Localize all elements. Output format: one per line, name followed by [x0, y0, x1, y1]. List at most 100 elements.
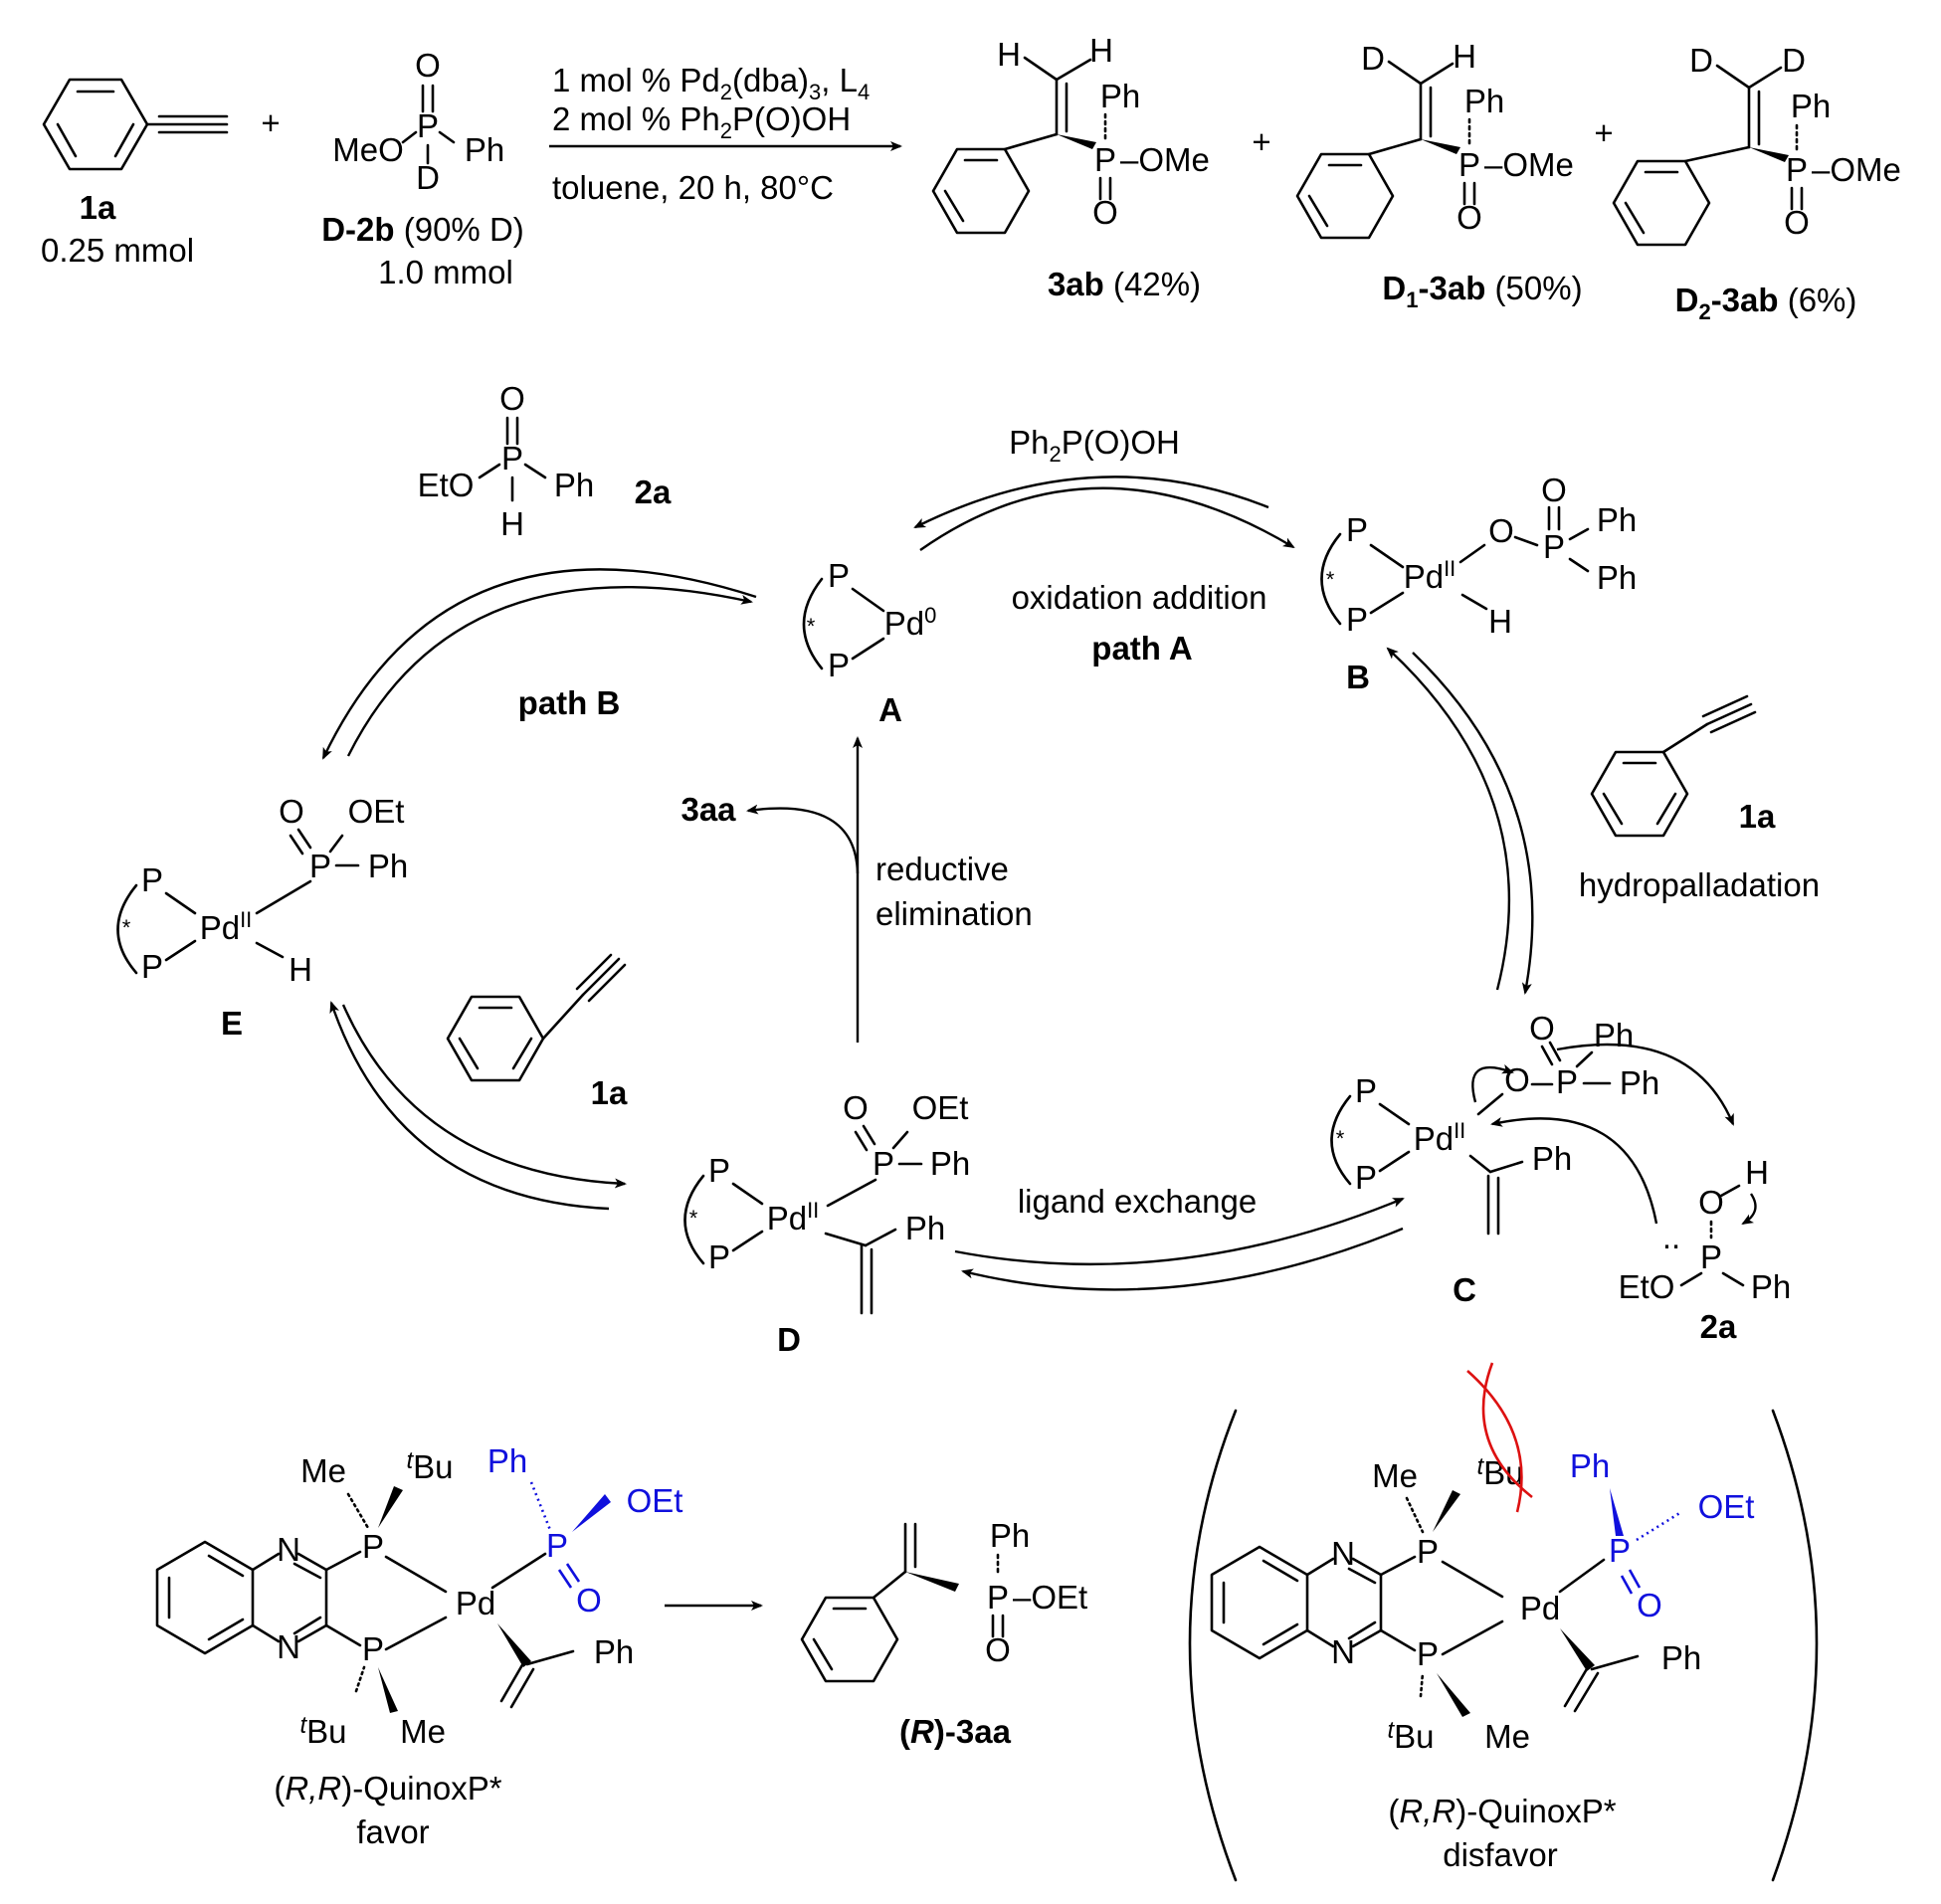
atom-o: O: [415, 47, 441, 84]
product-3aa: 3aa: [680, 791, 736, 828]
svg-text:*: *: [807, 614, 816, 639]
svg-text:H: H: [1488, 603, 1512, 640]
svg-text:Ph: Ph: [1597, 501, 1637, 538]
svg-text:H: H: [500, 505, 524, 542]
svg-text:P: P: [1355, 1159, 1377, 1196]
step-oxidative-addition: oxidation addition: [1012, 579, 1267, 616]
atom-meo: MeO: [332, 131, 404, 168]
svg-text:Me: Me: [400, 1713, 446, 1750]
svg-text:tBu: tBu: [406, 1447, 453, 1485]
svg-text:PdII: PdII: [1414, 1118, 1466, 1157]
svg-text:Ph: Ph: [1100, 78, 1140, 114]
svg-text:Pd0: Pd0: [884, 603, 937, 642]
svg-text:O: O: [1541, 472, 1567, 508]
label-a: A: [878, 691, 902, 728]
svg-text:–OMe: –OMe: [1484, 146, 1574, 183]
svg-text:P: P: [501, 440, 523, 476]
svg-text:P: P: [1417, 1533, 1439, 1570]
svg-text:D: D: [1782, 42, 1806, 79]
svg-text:+: +: [1252, 123, 1270, 160]
reactant-1a-label: 1a: [80, 189, 116, 226]
arrow-d-to-c: [954, 1197, 1405, 1266]
svg-text:P: P: [708, 1238, 730, 1275]
arrow-c-to-d: [961, 1227, 1404, 1291]
curved-arrow-o: [1471, 1063, 1514, 1103]
product-3ab: H H Ph P –OMe O 3ab (42%): [931, 32, 1210, 302]
arrow-e-to-d: [341, 1004, 627, 1189]
bracket-left: [1188, 1409, 1238, 1882]
svg-text:O: O: [1504, 1061, 1530, 1098]
svg-text:P: P: [141, 948, 163, 985]
svg-text:N: N: [1331, 1535, 1355, 1572]
steric-clash-arc-2: [1481, 1362, 1533, 1499]
step-reductive-1: reductive: [875, 851, 1009, 887]
arrow-release-3aa: [746, 804, 860, 874]
caption-quinoxp-favor: (R,R)-QuinoxP*: [274, 1770, 501, 1807]
label-b: B: [1346, 659, 1370, 695]
svg-text:P: P: [987, 1579, 1009, 1616]
svg-text:O: O: [576, 1582, 602, 1618]
svg-text:P: P: [309, 848, 331, 884]
svg-text:*: *: [689, 1206, 698, 1231]
svg-text:EtO: EtO: [1619, 1268, 1675, 1305]
reagent-ph2poh: Ph2P(O)OH: [1009, 424, 1180, 467]
caption-favor: favor: [356, 1813, 429, 1850]
svg-text:PdII: PdII: [200, 907, 253, 946]
svg-text:P: P: [1346, 601, 1368, 638]
svg-text:Ph: Ph: [594, 1633, 634, 1670]
intermediate-c: P P * PdII O P O Ph Ph Ph C: [1330, 1010, 1735, 1308]
reagent-2a-top: O P EtO Ph H 2a: [418, 380, 672, 542]
svg-text:Ph: Ph: [487, 1442, 527, 1479]
svg-text:*: *: [1326, 567, 1335, 592]
svg-text:1a: 1a: [591, 1074, 628, 1111]
label-path-a: path A: [1091, 630, 1192, 666]
svg-text:H: H: [997, 36, 1021, 73]
svg-text:N: N: [277, 1628, 300, 1665]
svg-text:Ph: Ph: [1532, 1140, 1572, 1177]
svg-text:Ph: Ph: [1464, 83, 1504, 119]
svg-text:D: D: [1361, 40, 1385, 77]
svg-text:O: O: [1784, 204, 1810, 241]
steric-clash-arc-1: [1466, 1370, 1523, 1513]
svg-text:P: P: [1543, 528, 1565, 565]
svg-text:–OMe: –OMe: [1120, 141, 1210, 178]
svg-text:Me: Me: [300, 1452, 346, 1489]
atom-p: P: [417, 107, 439, 144]
step-reductive-2: elimination: [875, 895, 1033, 932]
svg-text:–OEt: –OEt: [1013, 1579, 1087, 1616]
svg-text:P: P: [1417, 1635, 1439, 1672]
reactant-d-2b-label: D-2b (90% D): [321, 211, 524, 248]
svg-text:O: O: [279, 793, 304, 830]
svg-text:PdII: PdII: [1404, 556, 1456, 595]
product-d1-3ab-label: D1-3ab (50%): [1382, 270, 1582, 312]
label-2a-top: 2a: [635, 474, 672, 510]
svg-text:P: P: [828, 647, 850, 683]
svg-text:P: P: [1346, 511, 1368, 548]
caption-quinoxp-disfavor: (R,R)-QuinoxP*: [1388, 1793, 1616, 1829]
condition-line-3: toluene, 20 h, 80°C: [552, 169, 834, 206]
product-d1-3ab: D H Ph P –OMe O D1-3ab (50%): [1295, 38, 1583, 312]
svg-text:tBu: tBu: [1387, 1717, 1434, 1755]
caption-disfavor: disfavor: [1443, 1836, 1558, 1873]
svg-text:O: O: [1637, 1587, 1662, 1623]
svg-text:Pd: Pd: [456, 1585, 495, 1621]
arrow-d-to-e: [329, 1001, 610, 1211]
stereo-model-favor: N N P P Me tBu tBu Me Pd P Ph OEt O Ph: [155, 1442, 682, 1850]
svg-text:OEt: OEt: [1698, 1488, 1755, 1525]
svg-text:EtO: EtO: [418, 467, 475, 503]
svg-text:Ph: Ph: [1570, 1447, 1610, 1484]
svg-text:P: P: [708, 1152, 730, 1189]
svg-text:Ph: Ph: [1620, 1064, 1659, 1101]
bracket-right: [1771, 1409, 1819, 1882]
intermediate-b: P P * PdII O P O Ph Ph H B: [1320, 472, 1637, 695]
svg-text:Me: Me: [1372, 1457, 1418, 1494]
reactant-d-2b: O P MeO Ph D D-2b (90% D) 1.0 mmol: [321, 47, 524, 290]
svg-text:P: P: [1094, 141, 1116, 178]
stereo-model-disfavor: N N P P Me tBu tBu Me Pd P Ph OEt O Ph: [1188, 1362, 1819, 1882]
product-d2-3ab: D D Ph P –OMe O D2-3ab (6%): [1612, 42, 1901, 324]
svg-text:–OMe: –OMe: [1812, 151, 1901, 188]
svg-text:Ph: Ph: [930, 1145, 970, 1182]
reactant-d-2b-amount: 1.0 mmol: [378, 254, 513, 290]
svg-text:O: O: [1698, 1184, 1724, 1221]
svg-text:P: P: [1700, 1238, 1722, 1275]
